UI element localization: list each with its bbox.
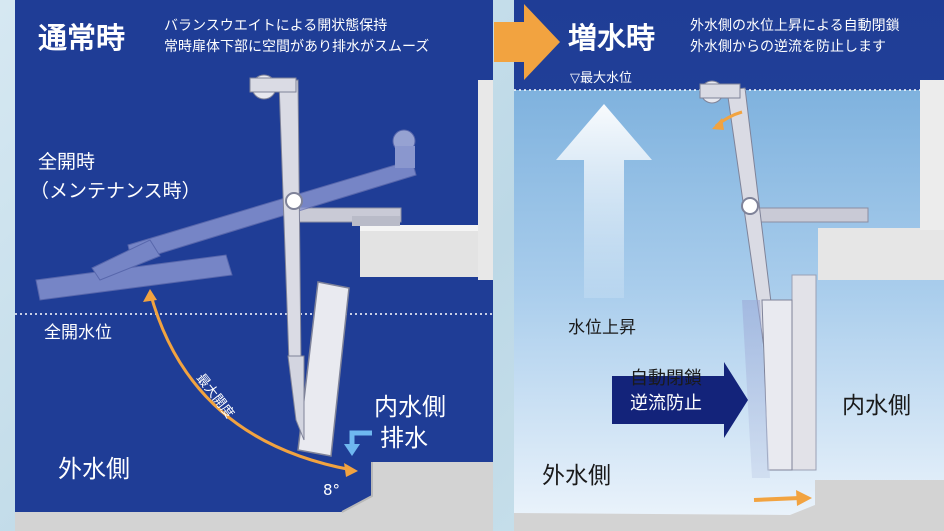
- right-title: 増水時: [568, 21, 655, 55]
- left-desc-line1: バランスウエイトによる開状態保持: [164, 18, 387, 34]
- arm-rotate-arrowhead: [712, 118, 724, 130]
- right-outer-side: 外水側: [542, 463, 611, 489]
- full-open-water-level: 全開水位: [44, 323, 112, 343]
- left-desc-line2: 常時扉体下部に空間があり排水がスムーズ: [164, 39, 429, 55]
- max-water-level-label: ▽最大水位: [570, 71, 632, 86]
- left-panel: 通常時 バランスウエイトによる開状態保持 常時扉体下部に空間があり排水がスムーズ…: [15, 0, 493, 531]
- right-desc-line1: 外水側の水位上昇による自動閉鎖: [690, 18, 900, 34]
- auto-close-label: 自動閉鎖: [630, 368, 702, 389]
- backflow-prevent-label: 逆流防止: [630, 393, 702, 414]
- beam-bolts: [352, 216, 400, 226]
- drain-arrowhead: [344, 444, 360, 456]
- right-panel: 増水時 外水側の水位上昇による自動閉鎖 外水側からの逆流を防止します ▽最大水位…: [514, 0, 944, 531]
- transition-arrow: [494, 4, 560, 80]
- drainage-label: 排水: [380, 424, 428, 452]
- left-concrete: [15, 80, 493, 531]
- left-title: 通常時: [38, 21, 125, 55]
- gate-close-arrow: [753, 496, 801, 502]
- full-open-gate: [35, 129, 417, 301]
- auto-close-arrow: [612, 362, 748, 438]
- full-open-label-2: （メンテナンス時）: [30, 180, 201, 202]
- arc-arrowhead-bottom: [344, 463, 358, 477]
- full-open-label-1: 全開時: [38, 151, 95, 173]
- right-concrete: [514, 80, 944, 531]
- water-rise-label: 水位上昇: [568, 318, 636, 338]
- gate-close-arrowhead: [796, 490, 812, 506]
- gate-hinge-plate: [287, 355, 305, 441]
- gate-leaf: [297, 281, 350, 457]
- arc-arrowhead-top: [143, 289, 157, 302]
- max-opening-arc: [148, 291, 353, 472]
- drain-arrow: [349, 430, 372, 448]
- right-inner-side: 内水側: [842, 393, 911, 419]
- right-gate-arm: [699, 80, 793, 478]
- right-support-beam: [747, 207, 869, 223]
- right-desc-line2: 外水側からの逆流を防止します: [690, 39, 886, 55]
- left-outer-side: 外水側: [58, 455, 130, 483]
- left-inner-side: 内水側: [374, 393, 446, 421]
- angle-label: 8°: [323, 481, 340, 499]
- water-rise-arrow: [556, 104, 652, 298]
- gate-arm-upright: [249, 74, 303, 363]
